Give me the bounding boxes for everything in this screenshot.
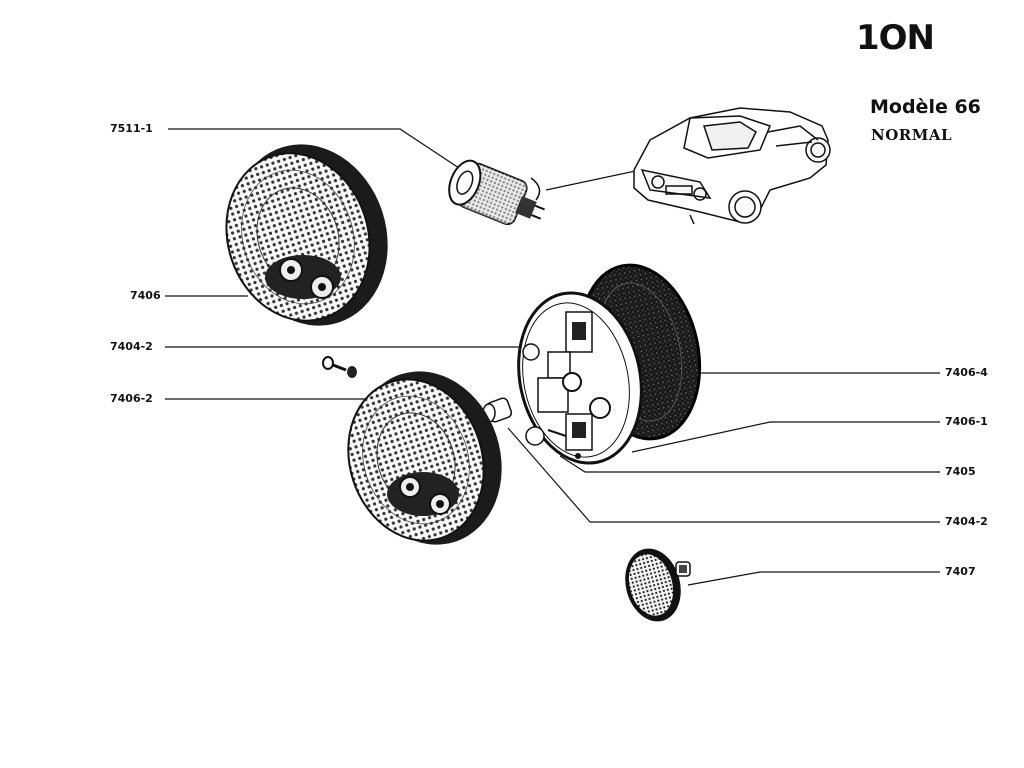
- callout-label: 7406-4: [945, 366, 988, 379]
- leader-lines: [165, 128, 940, 586]
- model-title: Modèle 66: [870, 96, 981, 118]
- callout-label: 7511-1: [110, 122, 153, 135]
- bulb-icon: [448, 159, 545, 226]
- reflector-icon: [625, 548, 691, 622]
- rear-lamp-lens-icon: [225, 144, 388, 326]
- callout-label: 7404-2: [110, 340, 153, 353]
- diagram-code: 1ON: [856, 18, 935, 58]
- car-icon: [633, 107, 831, 225]
- callout-label: 7404-2: [945, 515, 988, 528]
- callout-label: 7406: [130, 289, 161, 302]
- callout-label: 7405: [945, 465, 976, 478]
- callout-label: 7407: [945, 565, 976, 578]
- screw-icon: [322, 356, 357, 378]
- callout-label: 7406-1: [945, 415, 988, 428]
- variant-title: NORMAL: [871, 126, 953, 144]
- callout-label: 7406-2: [110, 392, 153, 405]
- base-plate-icon: [517, 291, 643, 465]
- rear-lamp-lens-icon: [347, 371, 502, 545]
